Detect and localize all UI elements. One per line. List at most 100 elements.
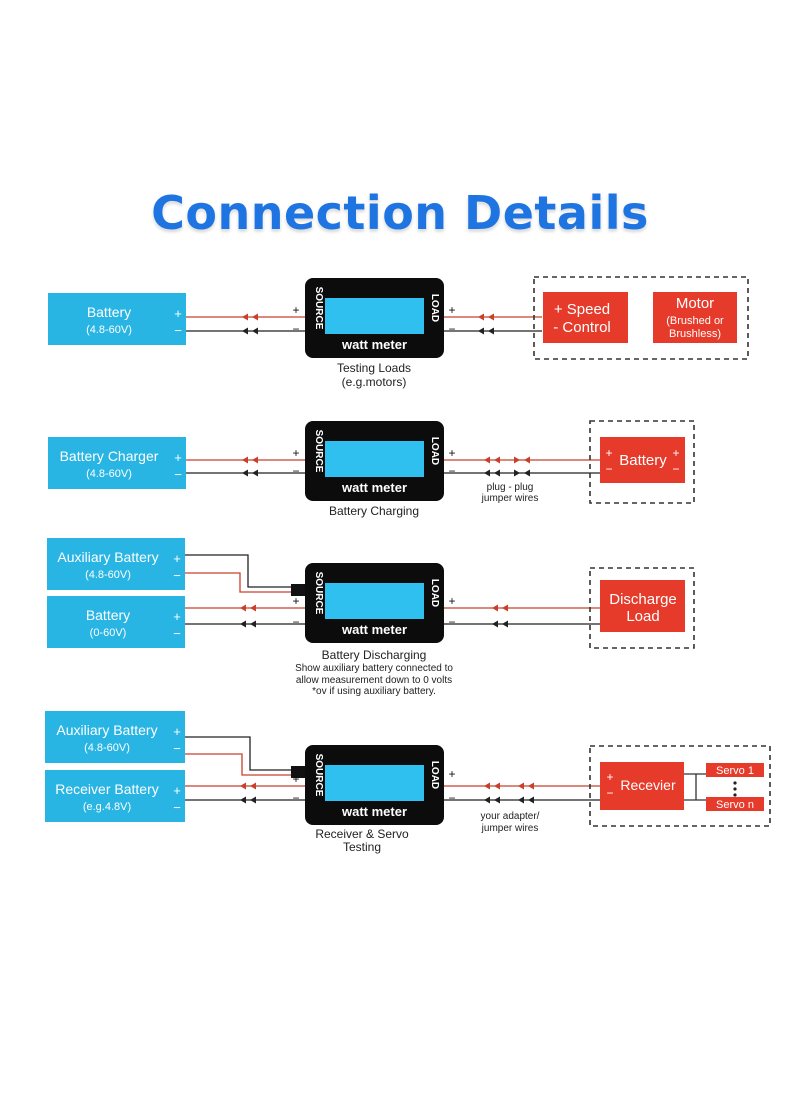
caption-battery-charging: Battery Charging [329,504,419,518]
discharge-load-box [600,580,685,632]
battery-load-title: Battery [619,452,667,469]
motor-sub1: (Brushed or [666,315,724,327]
source-battery [48,293,186,345]
source-aux-battery-minus: − [173,568,181,583]
load-plus-mark: + [448,767,455,781]
load-minus-mark: − [448,464,455,478]
wire-note-1: your adapter/ [481,811,540,822]
arrow-positive [250,604,256,612]
caption-battery-discharging: Battery Discharging [322,648,427,662]
arrow-load-positive [484,456,490,464]
source-aux-battery-plus: + [173,551,181,566]
source-aux-battery-range: (4.8-60V) [84,742,130,754]
wire-note-1: plug - plug [487,482,534,493]
arrow-positive [240,604,246,612]
servo-1-label: Servo 1 [716,765,754,777]
note-line2: allow measurement down to 0 volts [296,675,452,686]
meter-source-label: SOURCE [313,430,324,473]
source-aux-battery-range: (4.8-60V) [85,569,131,581]
battery-load-plus: + [605,446,612,460]
source-minus-mark: − [292,615,299,629]
source-receiver-battery-range: (e.g.4.8V) [83,801,131,813]
speed-control-line1: + Speed [554,301,610,318]
arrow-positive [252,313,258,321]
source-aux-battery-name: Auxiliary Battery [56,722,157,738]
source-battery-name: Battery [87,304,131,320]
source-battery-minus: − [174,323,182,338]
receiver-minus: − [606,786,613,800]
aux-wire-negative [185,572,300,593]
aux-plug [291,766,305,778]
meter-source-label: SOURCE [313,572,324,615]
receiver-box [600,762,684,810]
servo-n-label: Servo n [716,799,754,811]
arrow-load-positive [492,604,498,612]
arrow-load-negative [484,469,490,477]
arrow-load-positive [488,313,494,321]
servo-ellipsis-dot [733,793,737,797]
arrow-negative [240,620,246,628]
source-battery-plus: + [174,306,182,321]
caption-receiver-servo: Receiver & Servo [315,827,409,841]
arrow-negative [240,796,246,804]
motor-title: Motor [676,295,714,312]
discharge-load-line1: Discharge [609,591,677,608]
load-minus-mark: − [448,791,455,805]
arrow-positive [242,313,248,321]
arrow-load-positive [478,313,484,321]
source-battery-charger-range: (4.8-60V) [86,468,132,480]
receiver-title: Recevier [620,777,676,793]
aux-plug [291,584,305,596]
arrow-negative [250,796,256,804]
aux-wire-positive [185,554,300,588]
arrow-positive [250,782,256,790]
page-title: Connection Details [151,186,649,240]
arrow-load-positive [494,782,500,790]
source-receiver-battery-plus: + [173,783,181,798]
load-minus-mark: − [448,322,455,336]
arrow-load-negative [488,327,494,335]
meter-load-label: LOAD [429,761,440,789]
arrow-load-positive-right [514,456,520,464]
arrow-positive [240,782,246,790]
meter-load-label: LOAD [429,294,440,322]
arrow-load-positive-2 [524,456,530,464]
caption-testing-loads: Testing Loads [337,361,411,375]
arrow-negative [252,469,258,477]
wire-note-2: jumper wires [481,823,539,834]
source-aux-battery-plus: + [173,724,181,739]
wire-note-2: jumper wires [481,493,539,504]
meter-lcd [325,583,424,619]
arrow-positive [252,456,258,464]
source-receiver-battery [45,770,185,822]
load-plus-mark: + [448,594,455,608]
source-battery-charger [48,437,186,489]
servo-n-box [706,797,764,811]
source-battery-range: (4.8-60V) [86,324,132,336]
meter-load-label: LOAD [429,437,440,465]
receiver-plus: + [606,770,613,784]
battery-load-plus-r: + [672,446,679,460]
arrow-load-positive [528,782,534,790]
source-minus-mark: − [292,322,299,336]
arrow-negative [242,327,248,335]
arrow-positive [242,456,248,464]
arrow-load-positive [518,782,524,790]
meter-source-label: SOURCE [313,287,324,330]
aux-wire-positive [185,736,300,771]
load-plus-mark: + [448,303,455,317]
load-group-frame [533,276,749,360]
arrow-load-negative [518,796,524,804]
source-minus-mark: − [292,464,299,478]
arrow-load-positive [494,456,500,464]
arrow-negative [252,327,258,335]
caption-receiver-servo-2: Testing [343,840,381,854]
speed-control-line2: - Control [553,319,611,336]
source-battery-name: Battery [86,607,130,623]
meter-source-label: SOURCE [313,754,324,797]
source-aux-battery-minus: − [173,741,181,756]
note-line3: *ov if using auxiliary battery. [312,686,436,697]
servo-1-box [706,763,764,777]
arrow-load-negative [492,620,498,628]
